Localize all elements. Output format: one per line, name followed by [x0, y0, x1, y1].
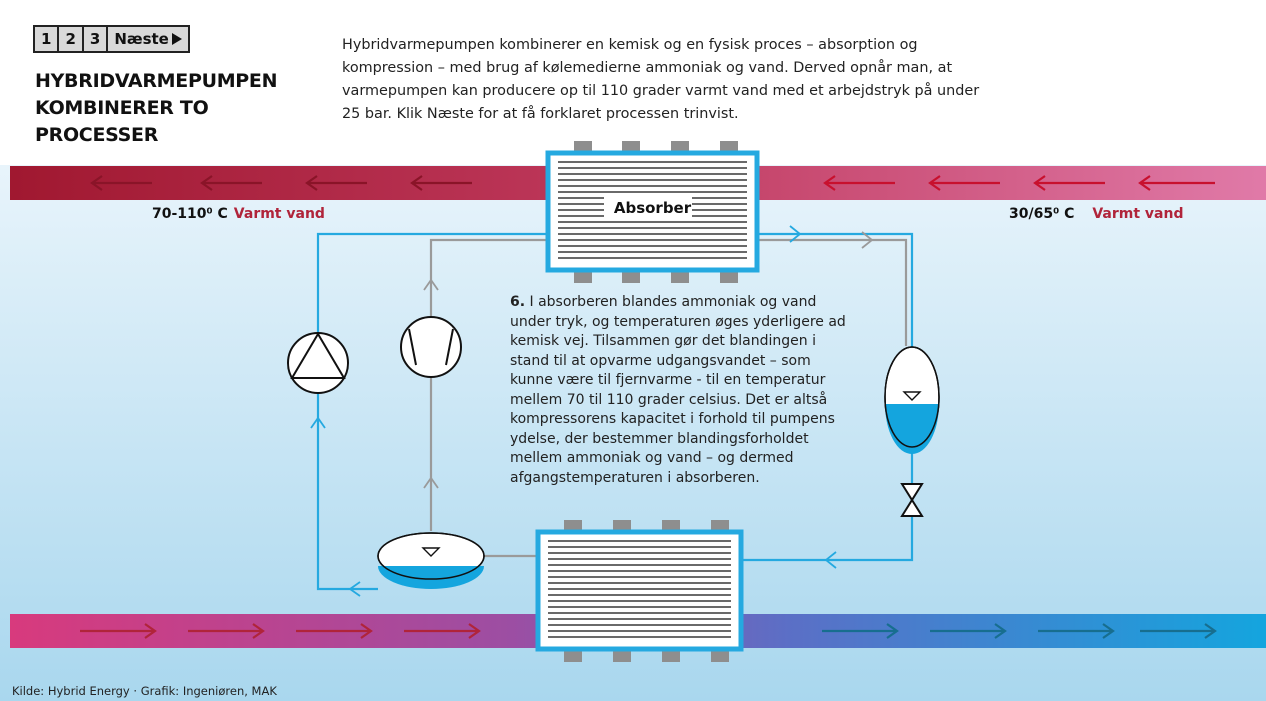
step-1-button[interactable]: 1 — [35, 27, 60, 51]
step-2-button[interactable]: 2 — [59, 27, 84, 51]
separator-tank-icon — [377, 532, 485, 589]
cold-band-arrows — [80, 623, 1217, 639]
page-title: HYBRIDVARMEPUMPEN KOMBINERER TO PROCESSE… — [35, 70, 278, 146]
step-3-button[interactable]: 3 — [84, 27, 109, 51]
inlet-temperature: 30/65⁰ C — [1009, 206, 1075, 222]
outlet-temperature: 70-110⁰ C — [152, 206, 228, 222]
intro-text: Hybridvarmepumpen kombinerer en kemisk o… — [342, 37, 980, 122]
step-number: 6. — [510, 294, 526, 310]
step-text: I absorberen blandes ammoniak og vand un… — [510, 294, 846, 486]
absorber-exchanger — [545, 141, 760, 283]
pipe-chevrons — [310, 225, 874, 597]
next-button[interactable]: Næste — [108, 27, 188, 51]
gray-pipe-compressor — [429, 238, 547, 531]
step-description: 6. I absorberen blandes ammoniak og vand… — [510, 293, 850, 488]
next-button-label: Næste — [114, 30, 169, 48]
source-credit: Kilde: Hybrid Energy · Grafik: Ingeniøre… — [12, 684, 277, 698]
expansion-valve-icon — [900, 483, 924, 517]
gray-pipe-right — [757, 238, 908, 346]
step-navigation: 1 2 3 Næste — [33, 25, 190, 53]
absorber-label: Absorber — [613, 199, 692, 217]
inlet-water-label: Varmt vand — [1092, 206, 1184, 222]
hot-band-arrows — [90, 175, 1215, 191]
blue-pipe-left — [316, 232, 547, 591]
outlet-water-label: Varmt vand — [233, 206, 325, 222]
compressor-icon — [400, 316, 462, 378]
outlet-temperature-label: 70-110⁰ C Varmt vand — [152, 206, 325, 222]
play-arrow-icon — [171, 33, 182, 45]
inlet-temperature-label: 30/65⁰ C Varmt vand — [1009, 206, 1184, 222]
pump-icon — [287, 332, 349, 394]
desorber-exchanger — [535, 520, 744, 662]
receiver-tank-icon — [884, 346, 940, 454]
